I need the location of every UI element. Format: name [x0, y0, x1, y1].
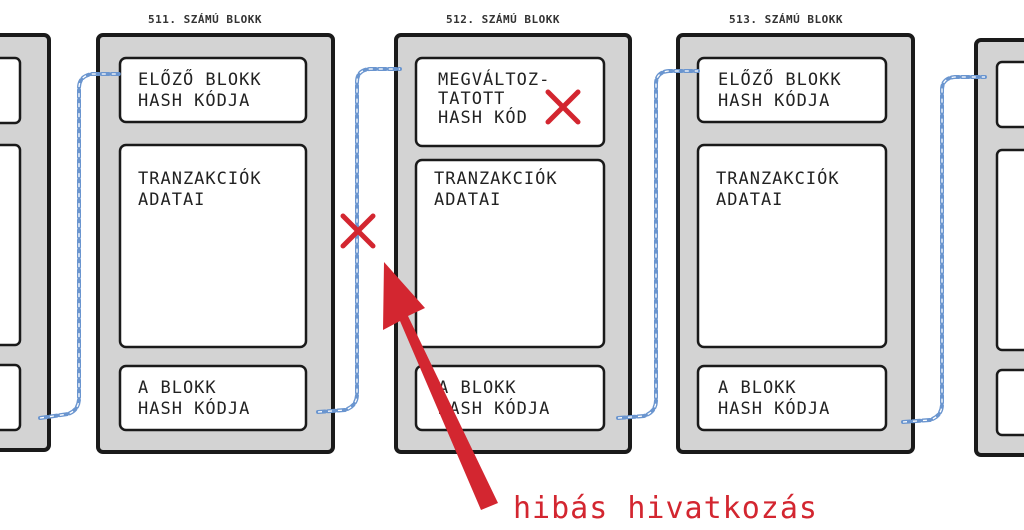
transactions-box	[696, 143, 888, 349]
transactions-label: TRANZAKCIÓK	[434, 167, 558, 189]
changed-hash-label: TATOTT	[438, 89, 505, 109]
block-title: 511. SZÁMÚ BLOKK	[148, 13, 262, 26]
own-hash-label: A BLOKK	[718, 378, 797, 398]
block-513: 513. SZÁMÚ BLOKK ELŐZŐ BLOKK HASH KÓDJA …	[676, 13, 915, 454]
transactions-box	[414, 158, 606, 349]
error-arrow	[383, 262, 498, 510]
transactions-label: ADATAI	[434, 190, 501, 210]
block-511: 511. SZÁMÚ BLOKK ELŐZŐ BLOKK HASH KÓDJA …	[96, 13, 335, 454]
transactions-label: TRANZAKCIÓK	[716, 167, 840, 189]
block-512: 512. SZÁMÚ BLOKK MEGVÁLTOZ- TATOTT HASH …	[394, 13, 632, 454]
chain-link-3	[616, 69, 700, 420]
transactions-box	[118, 143, 308, 349]
own-hash-label: HASH KÓDJA	[138, 397, 250, 419]
partial-block-left	[0, 33, 51, 452]
prev-hash-label: ELŐZŐ BLOKK	[138, 68, 262, 90]
transactions-label: ADATAI	[138, 190, 205, 210]
own-hash-box	[414, 364, 606, 432]
chain-link-4	[901, 75, 987, 424]
prev-hash-label: HASH KÓDJA	[138, 89, 250, 111]
changed-hash-label: HASH KÓD	[438, 106, 528, 128]
cross-icon	[545, 89, 581, 125]
changed-hash-box	[414, 56, 606, 148]
block-title: 513. SZÁMÚ BLOKK	[729, 13, 843, 26]
transactions-label: ADATAI	[716, 190, 783, 210]
own-hash-label: HASH KÓDJA	[438, 397, 550, 419]
broken-link-cross-icon	[340, 213, 376, 249]
own-hash-label: A BLOKK	[438, 378, 517, 398]
prev-hash-label: HASH KÓDJA	[718, 89, 830, 111]
chain-link-1	[38, 72, 122, 420]
changed-hash-label: MEGVÁLTOZ-	[438, 68, 550, 90]
partial-block-right	[974, 38, 1024, 457]
prev-hash-label: ELŐZŐ BLOKK	[718, 68, 842, 90]
own-hash-box	[118, 364, 308, 432]
own-hash-box	[696, 364, 888, 432]
block-title: 512. SZÁMÚ BLOKK	[446, 13, 560, 26]
chain-link-2	[316, 67, 402, 414]
transactions-label: TRANZAKCIÓK	[138, 167, 262, 189]
prev-hash-box	[118, 56, 308, 124]
own-hash-label: A BLOKK	[138, 378, 217, 398]
prev-hash-box	[696, 56, 888, 124]
own-hash-label: HASH KÓDJA	[718, 397, 830, 419]
error-label: hibás hivatkozás	[513, 491, 818, 526]
